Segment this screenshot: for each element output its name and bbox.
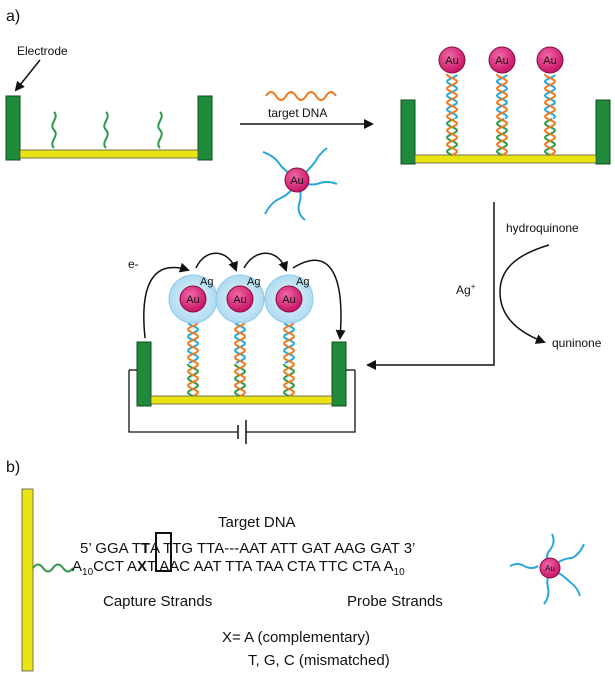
dna-strand: [543, 74, 557, 120]
electrode-pointer-arrow: [14, 59, 41, 92]
au-probe-nanoparticle-b: Au: [509, 533, 585, 605]
mismatch-box: [155, 532, 172, 572]
dna-strand: [234, 322, 246, 397]
dna-strand: [234, 322, 246, 365]
ag-label: Ag: [200, 276, 213, 288]
au-particle-1: Au: [438, 46, 466, 74]
capture-strand: [51, 111, 57, 149]
dna-strand: [495, 74, 509, 120]
target-dna-label: target DNA: [268, 106, 327, 120]
electron-arrow: [143, 262, 190, 339]
target-dna-title: Target DNA: [218, 514, 296, 531]
au-label: Au: [495, 55, 508, 67]
target-dna-strand: [265, 91, 337, 101]
au-label: Au: [233, 294, 246, 306]
x-definition-line2: T, G, C (mismatched): [248, 652, 390, 669]
dna-strand: [187, 322, 199, 365]
electron-arrow: [195, 252, 238, 272]
dna-strand: [283, 364, 295, 397]
ag-ion-label: Ag+: [456, 282, 476, 297]
dna-strand: [544, 74, 556, 156]
ag-label: Ag: [296, 276, 309, 288]
dna-strand: [283, 322, 295, 365]
capture-strand: [157, 111, 163, 149]
electrode-1: [5, 95, 213, 161]
dna-strand: [496, 118, 508, 156]
dna-strand: [234, 364, 246, 397]
au-probe-nanoparticle: Au: [262, 147, 338, 221]
capture-strands-label: Capture Strands: [103, 593, 212, 610]
battery-icon: [237, 420, 247, 444]
au-particle-2: Au: [488, 46, 516, 74]
au-label: Au: [290, 175, 303, 187]
capture-linker: [32, 563, 74, 573]
panel-a-label: a): [6, 8, 20, 25]
ag-label: Ag: [247, 276, 260, 288]
dna-strand: [544, 118, 556, 156]
panel-b-label: b): [6, 459, 20, 476]
capture-strand: [103, 111, 109, 149]
electron-label: e-: [128, 257, 139, 271]
quinone-label: quninone: [552, 336, 602, 350]
electrode-label: Electrode: [17, 44, 68, 58]
electrode-surface: [21, 488, 34, 672]
probe-strands-label: Probe Strands: [347, 593, 443, 610]
hydroquinone-label: hydroquinone: [506, 221, 579, 235]
ag-shell-2: Au Ag: [215, 274, 265, 324]
electrode-2: [400, 99, 611, 165]
dna-strand: [187, 364, 199, 397]
dna-strand: [283, 322, 295, 397]
au-particle-3: Au: [536, 46, 564, 74]
x-definition-line1: X= A (complementary): [222, 629, 370, 646]
dna-strand: [446, 74, 458, 156]
hybridized-duplexes-silver: [187, 322, 295, 397]
au-label: Au: [445, 55, 458, 67]
dna-strand: [496, 74, 508, 156]
electron-arrow: [243, 252, 288, 272]
au-label: Au: [543, 55, 556, 67]
ag-shell-1: Au Ag: [168, 274, 218, 324]
dna-strand: [446, 118, 458, 156]
au-label: Au: [186, 294, 199, 306]
target-sequence: 5’ GGA TTA TTG TTA---AAT ATT GAT AAG GAT…: [80, 540, 415, 557]
capture-probe-sequence: A10CCT AXT AAC AAT TTA TAA CTA TTC CTA A…: [72, 558, 405, 578]
dna-strand: [445, 74, 459, 120]
dna-strand: [187, 322, 199, 397]
hybridized-duplexes: [445, 74, 557, 156]
silver-reaction-arrow: [499, 244, 550, 344]
au-label: Au: [545, 564, 555, 573]
step2-arrow: [366, 202, 495, 370]
ag-shell-3: Au Ag: [264, 274, 314, 324]
electron-arrow: [292, 259, 346, 340]
au-label: Au: [282, 294, 295, 306]
circuit-wire: [128, 370, 356, 433]
